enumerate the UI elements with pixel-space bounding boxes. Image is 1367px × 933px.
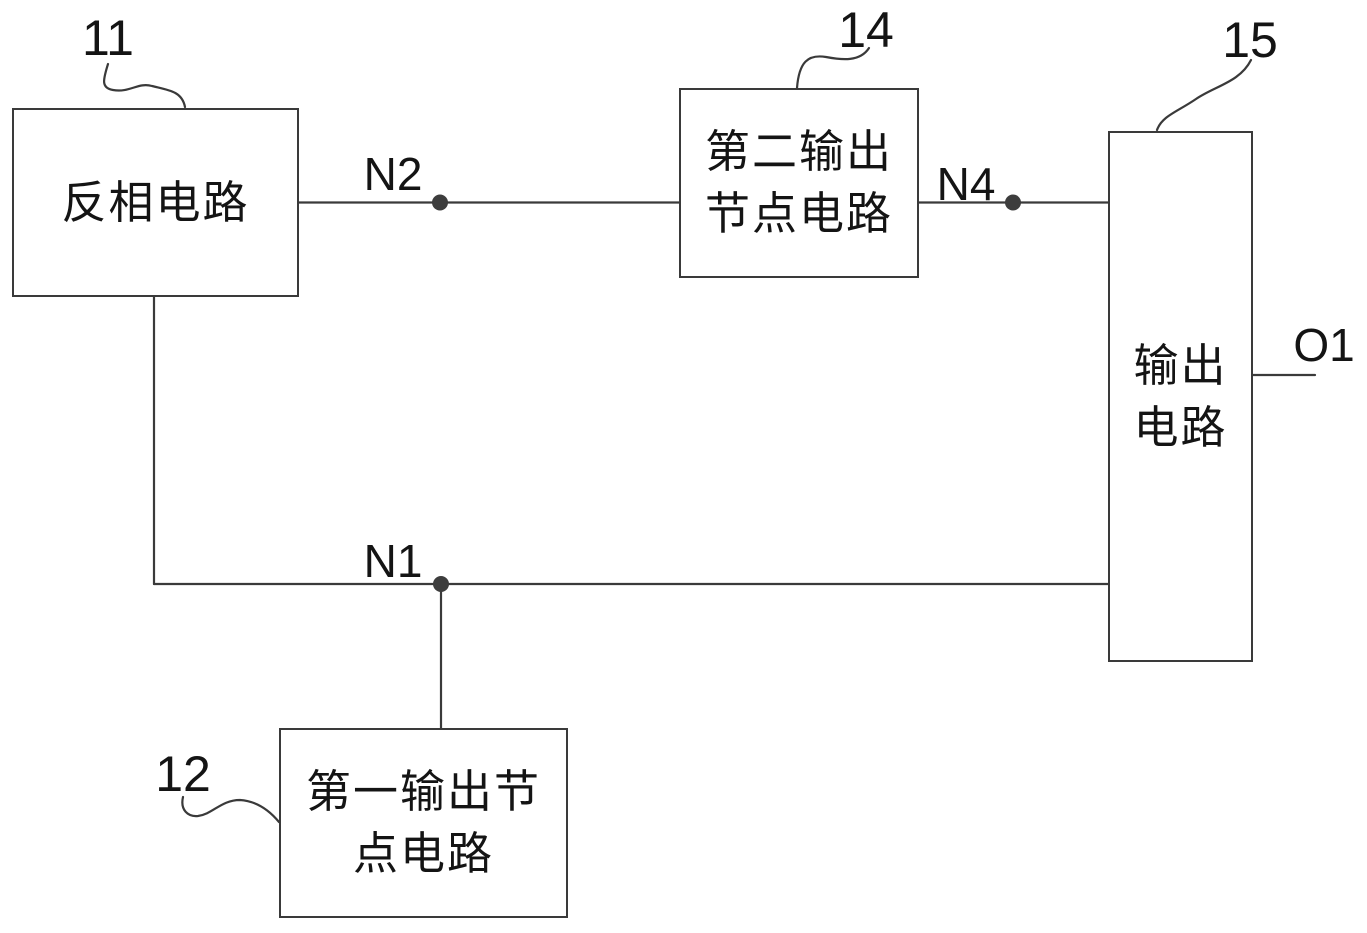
node-label-n1: N1 — [363, 535, 423, 587]
block-first-output-node-circuit: 第一输出节 点电路 — [279, 728, 568, 918]
node-label-o1: O1 — [1293, 319, 1355, 371]
leader-ref-11 — [103, 62, 187, 109]
block-first-output-node-line2: 点电路 — [352, 829, 494, 879]
ref-label-12: 12 — [155, 746, 211, 802]
leader-ref-15 — [1155, 58, 1253, 132]
node-dot-n4 — [1005, 194, 1021, 211]
ref-label-14: 14 — [838, 2, 894, 58]
node-label-n4: N4 — [936, 158, 996, 210]
block-inverting-circuit: 反相电路 — [12, 108, 299, 297]
node-label-n2: N2 — [363, 148, 423, 200]
block-inverting-circuit-label: 反相电路 — [61, 177, 250, 228]
block-second-output-node-circuit: 第二输出 节点电路 — [679, 88, 919, 278]
block-second-output-node-line2: 节点电路 — [704, 189, 893, 239]
node-dot-n1 — [433, 576, 449, 592]
block-output-circuit-line2: 电路 — [1133, 402, 1228, 453]
block-output-circuit-line1: 输出 — [1133, 340, 1228, 391]
ref-label-15: 15 — [1222, 12, 1278, 68]
leader-ref-14 — [795, 46, 871, 90]
block-second-output-node-line1: 第二输出 — [704, 127, 893, 177]
block-output-circuit: 输出 电路 — [1108, 131, 1253, 662]
block-first-output-node-line1: 第一输出节 — [305, 767, 541, 817]
node-dot-n2 — [432, 194, 448, 211]
leader-ref-12 — [181, 795, 281, 824]
ref-label-11: 11 — [82, 10, 134, 66]
